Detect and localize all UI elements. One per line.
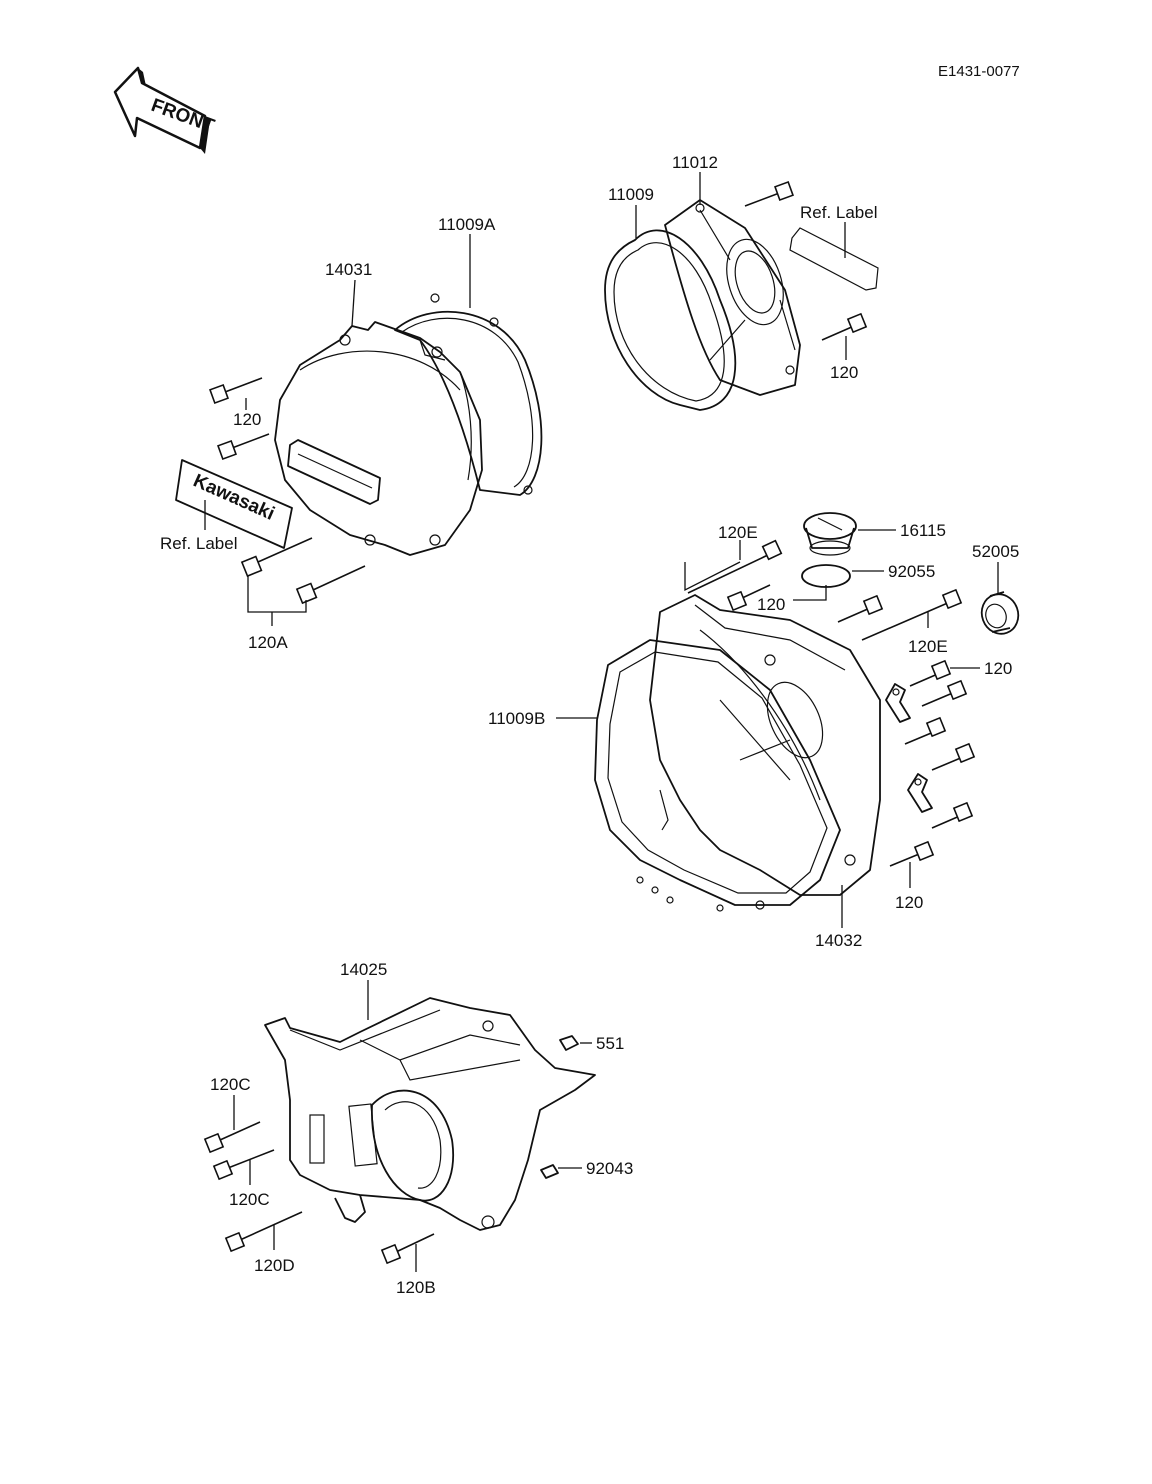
part-label-120-right-a: 120 [984, 659, 1012, 678]
part-label-11009: 11009 [608, 185, 654, 204]
bolt-right-120b [889, 840, 935, 867]
oil-cap-16115 [803, 512, 857, 556]
dowel-pin-92043 [540, 1164, 559, 1179]
bolt-right-2 [921, 679, 968, 707]
ref-label-left: Ref. Label [160, 534, 238, 553]
ref-label-right: Ref. Label [800, 203, 878, 222]
part-label-551: 551 [596, 1034, 624, 1053]
part-label-120-left: 120 [233, 410, 261, 429]
part-label-120E-top: 120E [718, 523, 758, 542]
bolt-120-top-right [821, 312, 868, 341]
part-label-120C-upper: 120C [210, 1075, 251, 1094]
part-label-120C-lower: 120C [229, 1190, 270, 1209]
bolt-120E-right [861, 588, 963, 641]
part-label-120-right-b: 120 [895, 893, 923, 912]
part-label-92055: 92055 [888, 562, 935, 581]
part-label-14032: 14032 [815, 931, 862, 950]
bolt-120B [380, 1233, 435, 1265]
oil-seal-52005 [980, 591, 1020, 635]
sprocket-cover-14025 [264, 997, 596, 1231]
part-label-120E-right: 120E [908, 637, 948, 656]
gasket-11009B [594, 639, 841, 912]
part-label-14025: 14025 [340, 960, 387, 979]
kawasaki-emblem-text: Kawasaki [190, 470, 278, 524]
bolt-120A-2 [295, 565, 366, 605]
part-label-120A: 120A [248, 633, 288, 652]
clamp-upper [885, 683, 911, 723]
bolt-120-left-1 [209, 377, 263, 404]
bolt-120C-2 [212, 1149, 275, 1181]
bolt-top-right [744, 181, 794, 207]
part-label-120B: 120B [396, 1278, 436, 1297]
bolt-120-mid [726, 584, 771, 612]
bolt-right-5 [931, 801, 974, 829]
bolt-right-1 [837, 594, 884, 623]
bolt-120C-1 [203, 1121, 261, 1154]
bolt-120E-top [687, 539, 783, 594]
part-label-11009B: 11009B [488, 709, 545, 728]
bolt-120-left-2 [217, 433, 270, 460]
bolt-right-120a [909, 659, 952, 687]
cover-11012 [664, 199, 801, 396]
part-label-120D: 120D [254, 1256, 295, 1275]
ref-label-plate-right [789, 227, 879, 291]
gasket-11009 [604, 229, 737, 411]
engine-cover-14031 [274, 321, 483, 556]
clamp-lower [907, 773, 933, 813]
o-ring-92055 [801, 564, 851, 588]
part-label-120-top-right: 120 [830, 363, 858, 382]
bolt-120D [224, 1211, 303, 1253]
part-label-120-mid: 120 [757, 595, 785, 614]
bolt-right-3 [904, 716, 947, 745]
part-label-92043: 92043 [586, 1159, 633, 1178]
part-label-14031: 14031 [325, 260, 372, 279]
part-label-11009A: 11009A [438, 215, 496, 234]
engine-cover-14032 [649, 594, 881, 896]
part-label-16115: 16115 [900, 521, 946, 540]
part-label-52005: 52005 [972, 542, 1019, 561]
gasket-11009A [394, 293, 543, 496]
dowel-pin-551 [559, 1035, 579, 1051]
part-label-11012: 11012 [672, 153, 718, 172]
bolt-right-4 [931, 742, 976, 771]
drawing-code: E1431-0077 [938, 63, 1020, 80]
bolt-120A-1 [240, 537, 313, 578]
front-arrow-icon: FRONT [113, 66, 217, 154]
